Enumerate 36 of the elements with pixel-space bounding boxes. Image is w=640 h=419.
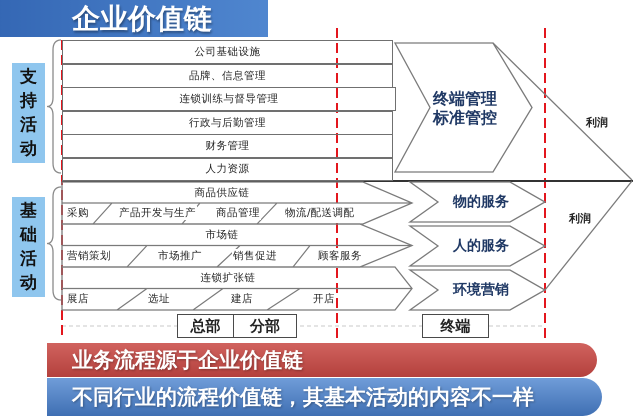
step-label: 商品管理 <box>215 206 261 220</box>
activity-bar: 财务管理 <box>62 134 393 158</box>
category-box: 基础活动 <box>12 197 45 297</box>
category-box: 支持活动 <box>12 63 45 163</box>
activity-bar: 人力资源 <box>62 158 393 181</box>
step-label: 建店 <box>230 292 254 306</box>
activity-bar: 连锁训练与督导管理 <box>62 87 396 111</box>
chain-title: 连锁扩张链 <box>200 270 256 285</box>
step-label: 开店 <box>312 292 336 306</box>
activity-bar: 公司基础设施 <box>62 40 393 64</box>
banner: 不同行业的流程价值链，其基本活动的内容不一样 <box>47 378 602 416</box>
step-label: 销售促进 <box>232 248 278 263</box>
activity-bar: 行政与后勤管理 <box>62 110 393 134</box>
chain-title: 商品供应链 <box>194 186 250 200</box>
step-label: 展店 <box>66 292 90 306</box>
activity-bar: 品牌、信息管理 <box>62 64 393 88</box>
chain-title: 市场链 <box>204 228 240 242</box>
column-header: 总部 <box>177 314 234 338</box>
chevron-band <box>62 267 412 310</box>
step-label: 产品开发与生产 <box>118 206 197 220</box>
step-label: 市场推广 <box>157 248 203 263</box>
step-label: 顾客服务 <box>317 248 363 263</box>
chevron-shape: 终端管理标准管控 <box>395 43 532 172</box>
step-label: 营销策划 <box>66 248 112 263</box>
chevron-shape: 人的服务 <box>410 226 545 266</box>
banner: 业务流程源于企业价值链 <box>47 343 597 377</box>
column-header: 分部 <box>233 314 297 338</box>
chevron-shape: 环境营销 <box>410 270 545 310</box>
chevron-band <box>62 224 412 267</box>
chevron-band <box>62 182 412 224</box>
step-label: 选址 <box>147 292 171 306</box>
step-label: 物流/配送调配 <box>284 206 356 220</box>
column-header: 终端 <box>422 314 489 338</box>
title-banner: 企业价值链 <box>0 0 268 37</box>
step-label: 采购 <box>66 206 90 220</box>
chevron-shape: 物的服务 <box>410 182 545 222</box>
